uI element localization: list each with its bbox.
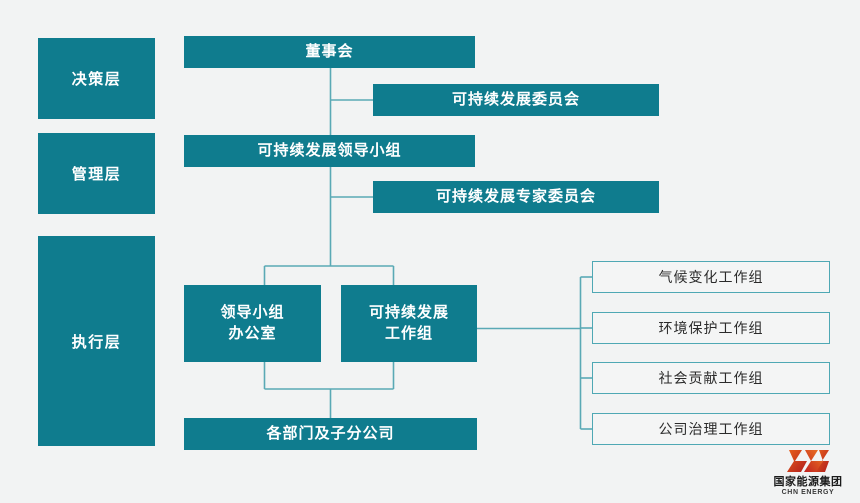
node-working-group-climate-label: 气候变化工作组: [658, 269, 764, 285]
node-working-group-climate[interactable]: 气候变化工作组: [592, 261, 830, 293]
logo-text-cn: 国家能源集团: [773, 475, 843, 488]
node-sd-leading-group-label: 可持续发展领导小组: [257, 141, 402, 159]
node-sd-expert-committee-label: 可持续发展专家委员会: [435, 187, 596, 205]
layer-band-decision: 决策层: [38, 38, 155, 119]
node-leading-group-office-line2: 办公室: [228, 324, 277, 342]
node-departments-label: 各部门及子分公司: [266, 424, 395, 442]
node-sd-working-group-line2: 工作组: [384, 324, 433, 342]
layer-band-management: 管理层: [38, 133, 155, 214]
node-working-group-social[interactable]: 社会贡献工作组: [592, 362, 830, 394]
node-sd-working-group-line1: 可持续发展: [368, 304, 449, 322]
node-sd-working-group[interactable]: 可持续发展 工作组: [341, 285, 477, 362]
node-working-group-social-label: 社会贡献工作组: [658, 370, 764, 386]
node-sustainability-committee-label: 可持续发展委员会: [451, 90, 580, 108]
node-board[interactable]: 董事会: [184, 36, 475, 68]
node-working-group-environment[interactable]: 环境保护工作组: [592, 312, 830, 344]
node-working-group-environment-label: 环境保护工作组: [658, 320, 764, 336]
logo-text-en: CHN ENERGY: [781, 488, 835, 496]
node-leading-group-office-line1: 领导小组: [220, 304, 285, 322]
node-sustainability-committee[interactable]: 可持续发展委员会: [373, 84, 659, 116]
node-working-group-governance-label: 公司治理工作组: [658, 421, 764, 437]
layer-label-management: 管理层: [71, 166, 122, 183]
node-departments[interactable]: 各部门及子分公司: [184, 418, 477, 450]
chn-energy-logo-icon: [787, 449, 829, 472]
layer-label-execution: 执行层: [71, 333, 122, 351]
node-working-group-governance[interactable]: 公司治理工作组: [592, 413, 830, 445]
node-sd-expert-committee[interactable]: 可持续发展专家委员会: [373, 181, 659, 213]
node-board-label: 董事会: [305, 42, 354, 60]
node-leading-group-office[interactable]: 领导小组 办公室: [184, 285, 321, 362]
brand-logo: 国家能源集团 CHN ENERGY: [766, 443, 850, 497]
layer-band-execution: 执行层: [38, 236, 155, 446]
node-sd-leading-group[interactable]: 可持续发展领导小组: [184, 135, 475, 167]
layer-label-decision: 决策层: [71, 71, 122, 88]
